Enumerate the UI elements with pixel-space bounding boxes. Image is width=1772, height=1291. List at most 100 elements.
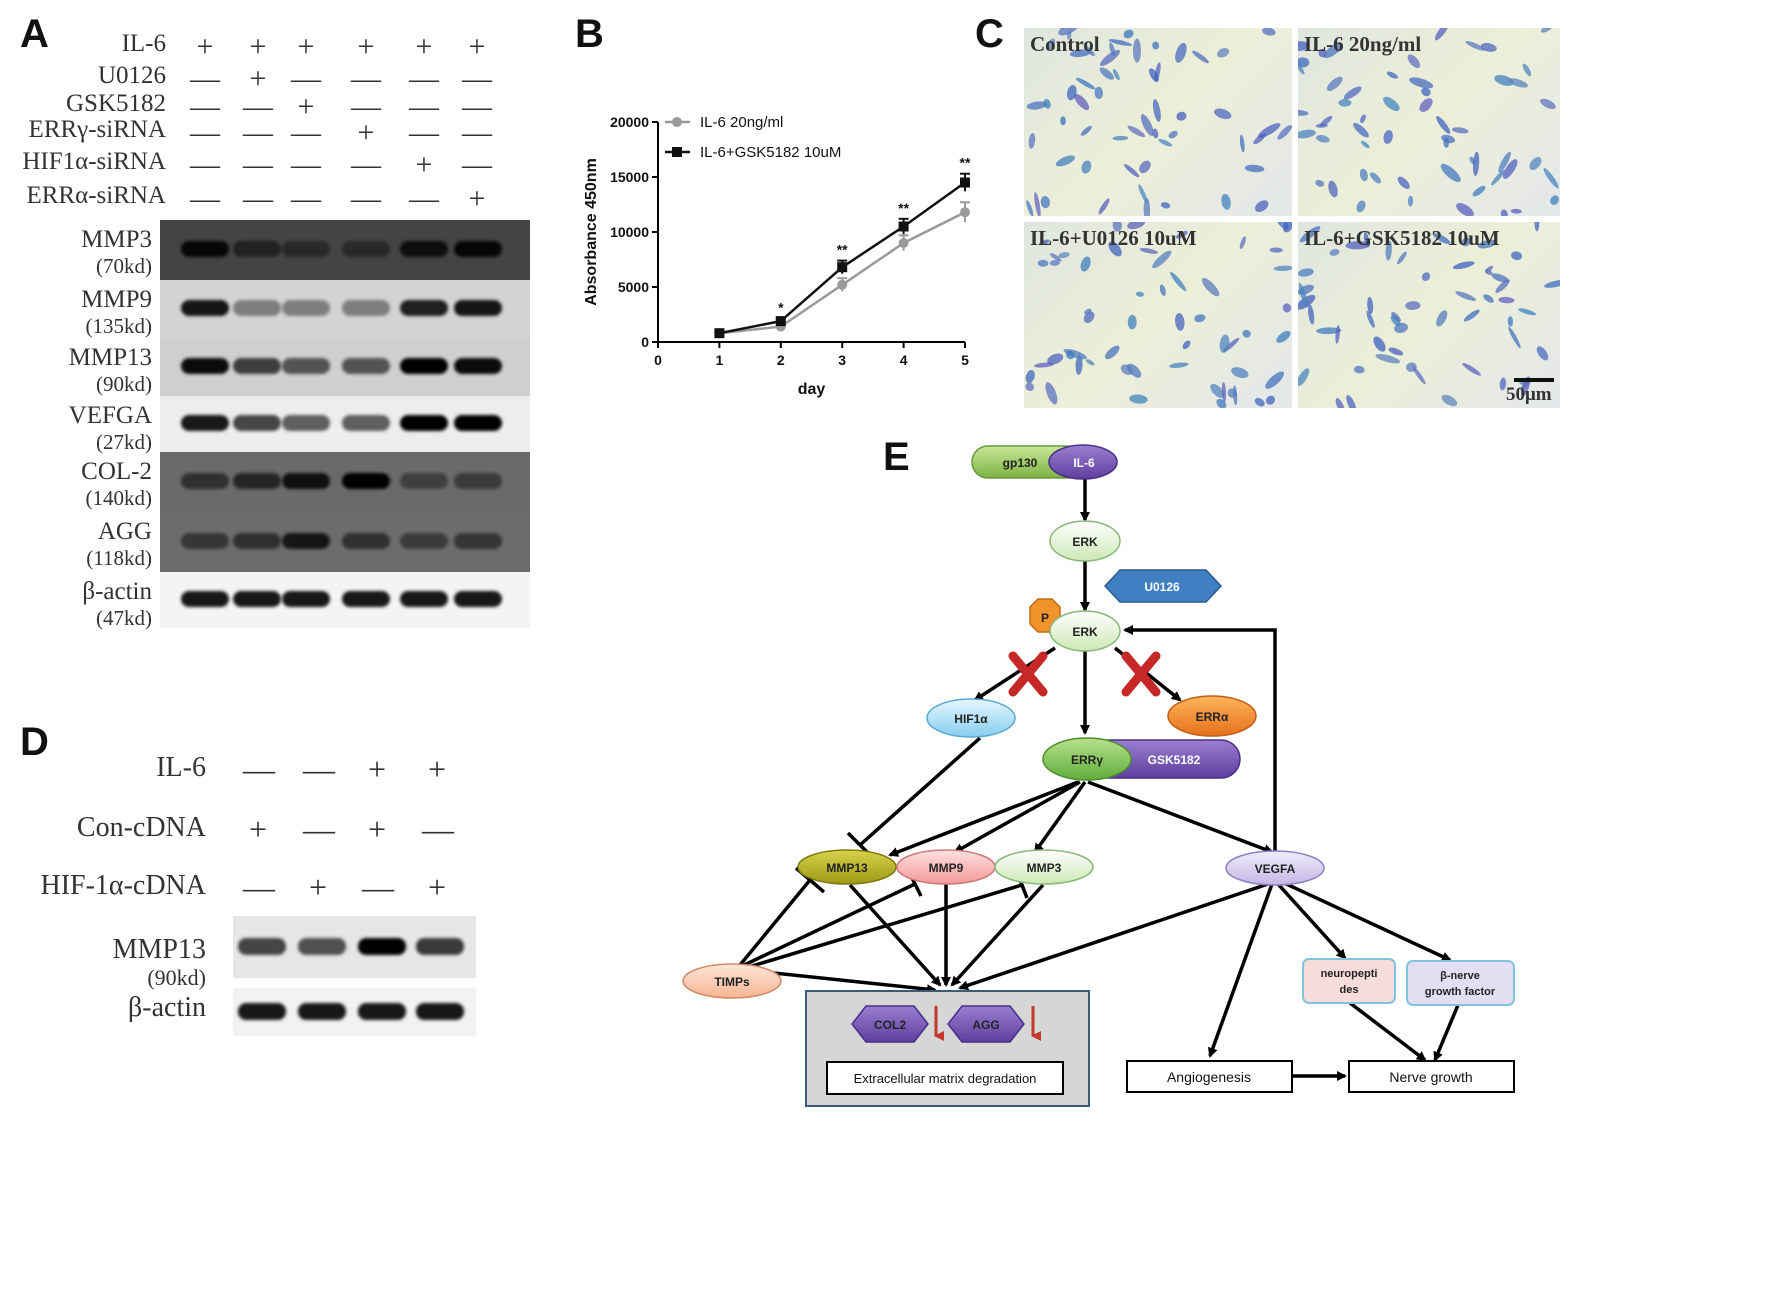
cell bbox=[1536, 346, 1549, 361]
panel-a-sign: + bbox=[357, 116, 375, 149]
cell bbox=[1452, 261, 1475, 270]
band bbox=[282, 241, 330, 257]
panel-a-sign: — bbox=[243, 148, 273, 181]
cell bbox=[1436, 310, 1448, 327]
cell bbox=[1127, 125, 1146, 138]
svg-text:AGG: AGG bbox=[972, 1018, 999, 1032]
cell bbox=[1346, 395, 1357, 408]
cell bbox=[1328, 180, 1338, 198]
significance-mark: ** bbox=[898, 200, 909, 216]
cell bbox=[1315, 179, 1325, 187]
legend-label: IL-6+GSK5182 10uM bbox=[700, 144, 841, 161]
micrograph: IL-6+U0126 10uM bbox=[1024, 222, 1292, 408]
panel-a-blot-strip bbox=[160, 220, 530, 280]
node-mmp9: MMP9 bbox=[896, 849, 996, 885]
blot-name: MMP13 bbox=[112, 934, 206, 965]
cell bbox=[1338, 99, 1352, 107]
micrograph-label: IL-6+U0126 10uM bbox=[1030, 226, 1197, 250]
cell bbox=[1440, 163, 1461, 183]
panel-a-sign: + bbox=[249, 30, 267, 63]
panel-d-blot-strip bbox=[233, 916, 476, 978]
panel-d-sign: — bbox=[362, 869, 394, 905]
band bbox=[400, 533, 448, 549]
panel-a-blot-strip bbox=[160, 512, 530, 572]
band bbox=[298, 1003, 346, 1020]
blot-kd: (90kd) bbox=[147, 965, 206, 990]
panel-a-treatment-label: ERRα-siRNA bbox=[26, 182, 166, 209]
svg-text:ERRα: ERRα bbox=[1196, 710, 1229, 724]
cell bbox=[1152, 41, 1160, 50]
panel-b-letter: B bbox=[575, 12, 604, 56]
cell bbox=[1462, 362, 1481, 376]
panel-a-sign: — bbox=[462, 62, 492, 95]
panel-d-sign: + bbox=[367, 811, 387, 847]
cell bbox=[1508, 78, 1528, 88]
edge-neuro-nerve bbox=[1348, 1001, 1427, 1062]
cell bbox=[1477, 239, 1497, 249]
cell bbox=[1045, 382, 1058, 405]
cell bbox=[1298, 58, 1305, 75]
node-perk: ERK bbox=[1049, 610, 1121, 652]
cell bbox=[1227, 388, 1237, 398]
cell bbox=[1335, 398, 1345, 408]
cell bbox=[1436, 116, 1451, 134]
blot-kd: (135kd) bbox=[85, 314, 153, 338]
micrograph-label: IL-6 20ng/ml bbox=[1304, 32, 1422, 56]
svg-text:des: des bbox=[1340, 984, 1359, 996]
band bbox=[454, 300, 502, 316]
cell bbox=[1049, 253, 1062, 262]
svg-text:U0126: U0126 bbox=[1144, 580, 1180, 594]
band bbox=[400, 300, 448, 316]
cell bbox=[1192, 50, 1209, 64]
cell bbox=[1221, 381, 1227, 403]
cell bbox=[1265, 371, 1285, 389]
node-mmp3: MMP3 bbox=[994, 849, 1094, 885]
cell bbox=[1084, 308, 1092, 315]
block-x-right bbox=[1121, 651, 1161, 697]
blot-kd: (70kd) bbox=[96, 254, 152, 278]
panel-d-sign: + bbox=[248, 811, 268, 847]
y-axis-label: Absorbance 450nm bbox=[583, 158, 600, 306]
cell bbox=[1080, 125, 1092, 136]
band bbox=[181, 300, 229, 316]
panel-a-blot-label: MMP9(135kd) bbox=[81, 286, 152, 338]
panel-a-sign: — bbox=[190, 182, 220, 215]
cell bbox=[1094, 86, 1103, 99]
ecm-degradation-box bbox=[826, 1061, 1064, 1095]
edge-errg-vegfa bbox=[1087, 780, 1274, 854]
cell bbox=[1058, 28, 1080, 36]
cell bbox=[1255, 200, 1269, 213]
svg-text:MMP3: MMP3 bbox=[1027, 861, 1062, 875]
cell bbox=[1465, 41, 1486, 51]
cell bbox=[1373, 336, 1386, 352]
cell bbox=[1390, 315, 1401, 326]
cell bbox=[1028, 132, 1036, 149]
panel-a-sign: + bbox=[415, 148, 433, 181]
cell bbox=[1511, 251, 1523, 261]
panel-a-sign: — bbox=[351, 182, 381, 215]
cell bbox=[1033, 362, 1054, 368]
node-gsk5182-label: GSK5182 bbox=[1148, 753, 1201, 767]
cell bbox=[1490, 169, 1506, 186]
cell bbox=[1407, 195, 1414, 207]
cell bbox=[1540, 28, 1553, 33]
cell bbox=[1138, 184, 1148, 204]
panel-c-letter: C bbox=[975, 12, 1004, 56]
cell bbox=[1049, 260, 1060, 266]
cell bbox=[1175, 230, 1188, 239]
cell bbox=[1407, 54, 1421, 69]
cell bbox=[1182, 340, 1191, 350]
band bbox=[181, 533, 229, 549]
cell bbox=[1160, 202, 1171, 209]
node-nerve-growth: Nerve growth bbox=[1348, 1060, 1515, 1093]
cell bbox=[1299, 226, 1321, 243]
cell bbox=[1419, 98, 1433, 112]
cell bbox=[1026, 101, 1047, 110]
edge-mmp3-ecm bbox=[950, 883, 1045, 987]
legend-label: IL-6 20ng/ml bbox=[700, 114, 783, 131]
cell bbox=[1356, 200, 1366, 213]
cell bbox=[1544, 279, 1560, 288]
cell bbox=[1221, 193, 1231, 210]
band bbox=[238, 1003, 286, 1020]
cell bbox=[1112, 222, 1122, 232]
